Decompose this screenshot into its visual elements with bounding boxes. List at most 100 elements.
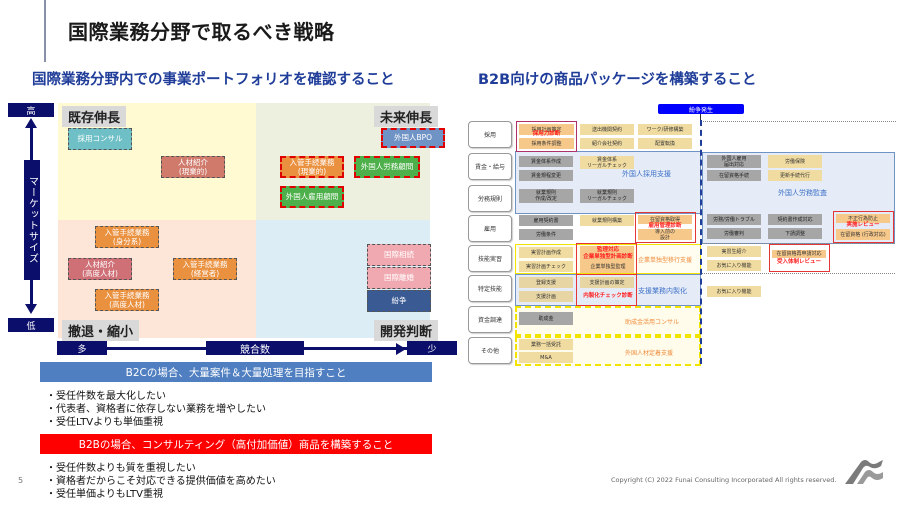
cell-support-plan: 支援計画 [519,291,573,302]
highlight-frame [576,243,637,275]
cell-renewal: 更新手続代行 [768,170,822,181]
row-label-other: その他 [468,337,512,364]
caption-tech-intern: 企業単独型移行支援 [638,257,693,264]
row-label-wage: 賃金・給与 [468,153,512,180]
cell-sending-agency: 送出機関契約 [580,124,634,135]
arrow-right-icon [396,343,406,355]
caption-foreign-hire: 外国人採用支援 [622,170,671,178]
quadrant-label-withdraw: 撤退・縮小 [62,320,140,341]
cell-subcontract: 下請調整 [768,228,822,239]
timeline-tag-stem [700,114,701,120]
cell-hiring-plan: 採用計画策定 [519,124,574,135]
cell-bulk-outsourcing: 業務一括受託 [519,339,573,350]
cell-employment-contract: 雇用契約書 [519,215,573,226]
business-international-divorce: 国際離婚 [367,267,431,289]
b2c-bullet: ・受任件数を最大化したい [46,391,166,402]
business-recruit-consulting: 採用コンサル [68,128,132,150]
cell-workflow: ワーク/研修構築 [638,124,692,135]
left-section-heading: 国際業務分野内での事業ポートフォリオを確認すること [32,72,395,88]
cell-registered-support: 登録支援 [519,277,573,288]
highlight-frame [635,212,696,243]
business-staffing-highly-skilled: 人材紹介 (高度人材) [68,258,132,280]
b2b-bullet: ・受任単価よりもLTV重視 [46,489,163,500]
cell-hire-diag: 雇用管理診断 [648,222,682,229]
cell-intern-diag: 内製化チェック診断 [583,293,633,300]
highlight-frame [576,274,637,306]
cell-agency-contract: 紹介会社契約 [580,138,634,149]
timeline-dotted-line [700,121,896,122]
business-immigration-highly-skilled: 入管手続業務 (高度人材) [95,289,159,311]
cell-employment-conditions: 労働条件 [519,229,573,240]
row-label-hiring: 採用 [468,121,512,148]
highlight-frame [769,244,830,272]
cell-fraud-review: 実施レビュー [846,221,880,228]
company-logo-icon [845,460,883,484]
cell-foreign-notify: 外国人雇用 届出対応 [707,155,761,168]
cell-residence-proc: 在留資格手続 [707,170,761,181]
cell-fraud-prevention: 不正行為防止 [836,214,890,223]
caption-spec-skill: 支援業務内製化 [638,287,687,295]
b2b-bullet: ・受任件数よりも質を重視したい [46,463,196,474]
b2b-banner: B2Bの場合、コンサルティング（高付加価値）商品を構築すること [40,434,432,454]
highlight-frame [516,121,577,152]
band-divider [702,243,895,244]
business-foreign-bpo: 外国人BPO [381,128,445,148]
cell-hiring-diag: 採用力診断 [532,130,561,137]
row-label-funding: 資金調達 [468,306,512,333]
cell-pre-design: 導入前の 設計 [638,229,692,241]
b2c-banner: B2Cの場合、大量案件＆大量処理を目指すこと [40,362,432,382]
b2b-bullet: ・資格者だからこそ対応できる提供価値を高めたい [46,476,276,487]
row-label-work-rules: 労務規則 [468,185,512,212]
cell-residence-reapply: 在留資格再申請対応 [772,250,826,258]
business-foreign-employment-advisor: 外国人雇用顧問 [280,186,344,208]
cell-intern-intro: 実習生紹介 [707,246,761,257]
caption-funding: 助成金活用コンサル [625,319,680,326]
cell-contract-draft: 契約書作成対応 [768,214,822,225]
cell-subsidy: 助成金 [519,312,573,325]
cell-support-plan-design: 支援計画の策定 [580,277,634,288]
timeline-divider [700,120,702,364]
y-axis-label: マーケットサイズ [24,160,40,280]
cell-accept-review: 受入体制レビュー [776,258,821,265]
b2c-bullet: ・受任LTVよりも単価重視 [46,417,163,428]
b2b-bullets: ・受任件数よりも質を重視したい ・資格者だからこそ対応できる提供価値を高めたい … [46,462,276,501]
caption-other: 外国人材定着支援 [625,350,674,357]
cell-ma: M&A [519,352,573,363]
page-number: 5 [18,476,24,485]
business-staffing-current: 人材紹介 (現業的) [161,156,225,178]
business-immigration-status: 入管手続業務 (身分系) [95,226,159,248]
timeline-tag: 紛争発生 [658,104,744,114]
cell-wage-legal: 賃金体系 リーガルチェック [580,156,634,169]
row-label-specified-skill: 特定技能 [468,275,512,302]
cell-labor-trouble: 労務/労働トラブル [707,214,761,225]
cell-reassignment: 配置転換 [638,138,692,149]
cell-favorites-2: お気に入り機能 [707,286,761,297]
x-axis-few: 少 [407,341,457,355]
arrow-up-icon [25,118,37,128]
business-immigration-current: 入管手続業務 (現業的) [280,156,344,178]
cell-biz-diag: 企業単独型計画診断 [583,254,633,261]
cell-supervision [580,246,634,273]
cell-intern-check: 実習計画チェック [519,261,573,272]
row-label-employment: 雇用 [468,215,512,242]
band-divider [702,273,895,274]
cell-labor-tribunal: 労働審判 [707,228,761,239]
cell-rules-create: 就業規則 作成/改定 [519,189,573,203]
business-foreign-labor-advisor: 外国人労務顧問 [354,156,420,178]
highlight-frame [833,211,894,243]
quadrant-label-development: 開発判断 [374,320,439,341]
quadrant-label-future-growth: 未来伸長 [374,106,439,127]
arrow-down-icon [25,304,37,314]
cell-biz-supervision: 企業単独型監理 [590,263,626,270]
cell-labor-insurance: 労働保険 [768,155,822,168]
cell-employment-rules: 就業規則構築 [580,215,634,226]
y-axis-high: 高 [8,103,54,117]
cell-residence-admin: 在留資格 (行政対応) [836,229,890,240]
copyright-text: Copyright (C) 2022 Funai Consulting Inco… [611,476,837,484]
cell-residence-acquire: 在留資格取得 [638,215,692,224]
cell-wage-change: 賃金規程変更 [519,170,573,181]
caption-foreign-labor: 外国人労務監査 [778,189,827,197]
y-axis-low: 低 [8,318,54,332]
page-title: 国際業務分野で取るべき戦略 [68,20,335,44]
cell-rules-legal: 就業規則 リーガルチェック [580,189,634,203]
